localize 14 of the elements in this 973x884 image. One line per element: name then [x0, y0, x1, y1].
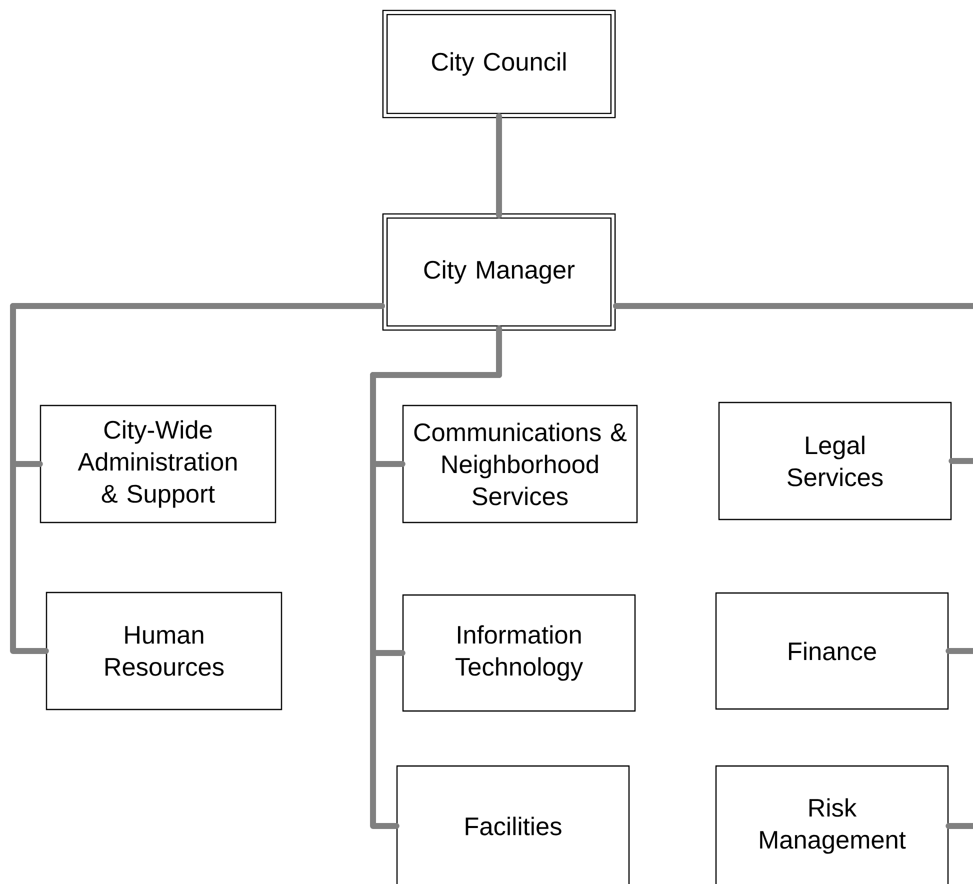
department-box: Human Resources	[46, 592, 282, 710]
connector-line	[613, 303, 973, 829]
council-box: City Manager	[382, 213, 616, 331]
department-box: Risk Management	[715, 765, 949, 884]
department-box: Information Technology	[402, 594, 636, 712]
department-box: City-Wide Administration & Support	[40, 404, 276, 524]
connector-line	[496, 113, 502, 218]
connector-line	[370, 326, 502, 829]
department-box: Communications & Neighborhood Services	[402, 404, 638, 524]
department-box: Facilities	[396, 765, 630, 884]
council-box: City Council	[382, 10, 616, 118]
department-box: Legal Services	[718, 402, 952, 520]
department-box: Finance	[715, 592, 949, 710]
connector-line	[10, 303, 385, 654]
